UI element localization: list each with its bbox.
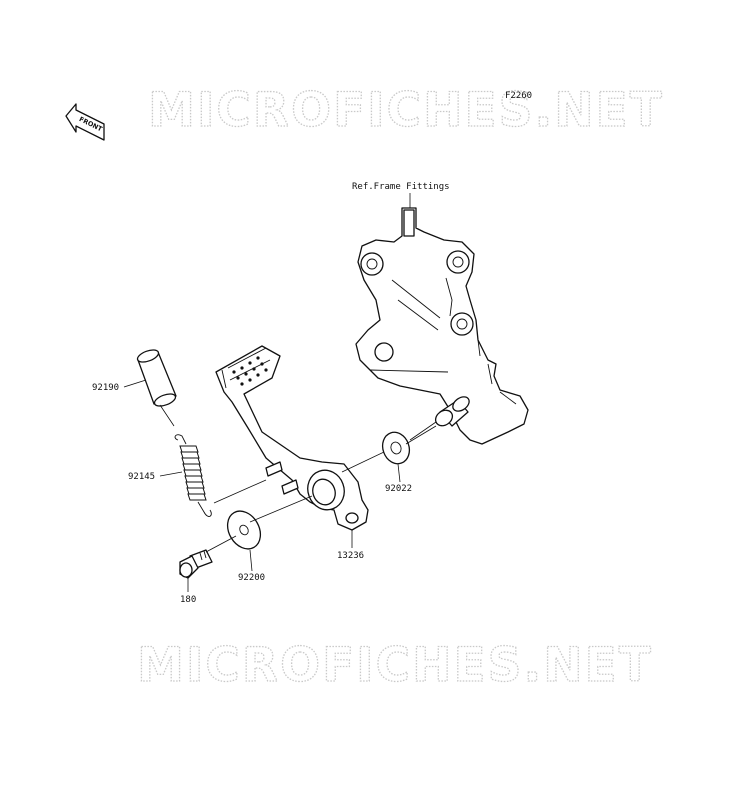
washer-92022 <box>381 431 411 465</box>
ref-frame-fittings-label: Ref.Frame Fittings <box>352 182 450 192</box>
svg-text:92200: 92200 <box>238 573 265 583</box>
alignment-lines <box>159 404 437 553</box>
washer-92200 <box>226 510 262 550</box>
front-arrow-icon: FRONT <box>65 103 105 141</box>
part-label-92145: 92145 <box>128 471 183 482</box>
shaft-leader <box>409 421 437 441</box>
svg-text:92190: 92190 <box>92 383 119 393</box>
watermark-top: MICROFICHES.NET <box>148 83 664 138</box>
part-label-13236: 13236 <box>337 530 364 561</box>
part-label-180: 180 <box>180 578 196 605</box>
svg-text:180: 180 <box>180 595 196 605</box>
brake-pedal-13236 <box>215 345 369 531</box>
watermark-bottom: MICROFICHES.NET <box>137 638 653 693</box>
rubber-cover-92190 <box>136 349 177 407</box>
svg-text:92022: 92022 <box>385 484 412 494</box>
part-label-92190: 92190 <box>92 379 147 393</box>
bolt-180 <box>179 549 213 579</box>
frame-fitting-bracket <box>355 207 529 445</box>
diagram-code: F2260 <box>505 91 532 101</box>
part-label-92200: 92200 <box>238 549 265 583</box>
svg-text:13236: 13236 <box>337 551 364 561</box>
svg-text:92145: 92145 <box>128 472 155 482</box>
spring-92145 <box>174 434 212 517</box>
part-label-92022: 92022 <box>385 463 412 494</box>
